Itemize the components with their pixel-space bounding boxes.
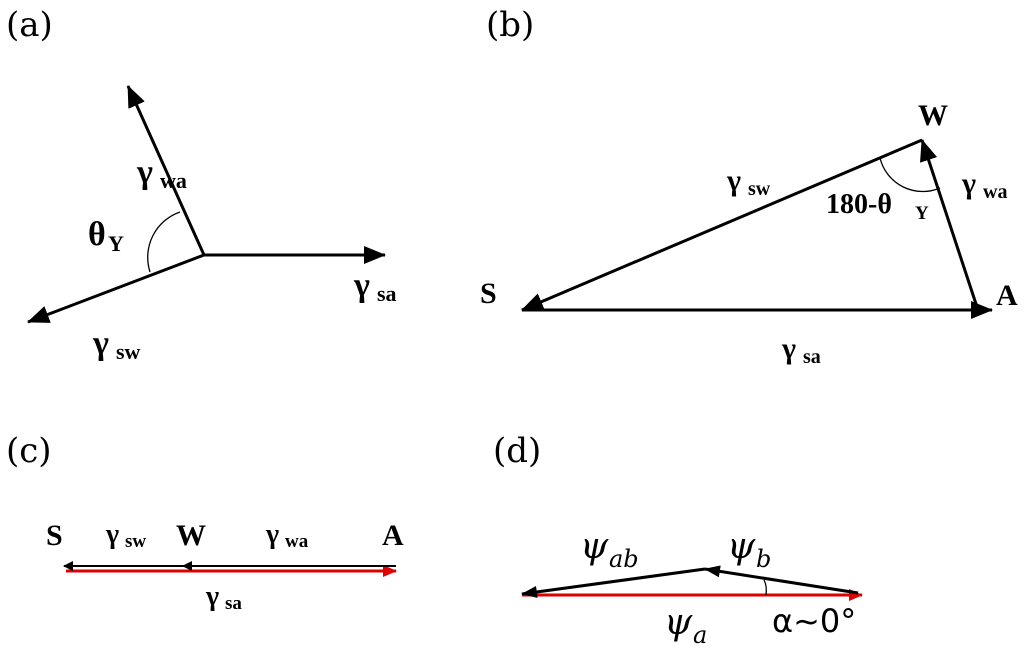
label-gamma-sw: γ sw (92, 325, 141, 364)
svg-text:γ: γ (781, 332, 796, 365)
panel-c-label: (c) (6, 431, 52, 471)
label-gamma-sa: γ sa (781, 332, 821, 368)
panel-c: (c) S W A γ sw γ wa γ sa (6, 431, 404, 614)
svg-text:sw: sw (748, 178, 771, 200)
svg-text:ψ: ψ (727, 526, 756, 567)
svg-text:a: a (693, 621, 707, 649)
svg-text:sw: sw (125, 531, 146, 552)
vector-psi-b (704, 565, 859, 595)
svg-text:wa: wa (983, 181, 1007, 203)
vector-gamma-wa (920, 139, 980, 311)
label-gamma-sw: γ sw (105, 519, 146, 552)
label-theta-y: θ Y (88, 216, 124, 256)
label-gamma-sa: γ sa (353, 267, 397, 306)
label-psi-a: ψ a (664, 602, 707, 649)
svg-text:γ: γ (353, 267, 370, 304)
vertex-s: S (46, 519, 63, 552)
panel-a: (a) γ wa γ sa γ sw θ Y (6, 5, 397, 364)
svg-text:sa: sa (377, 281, 397, 306)
svg-text:γ: γ (205, 581, 219, 612)
svg-text:sw: sw (116, 339, 141, 364)
label-gamma-sw: γ sw (726, 164, 771, 200)
label-psi-b: ψ b (727, 526, 771, 573)
svg-text:γ: γ (92, 325, 109, 362)
panel-b: (b) W S A γ sw γ wa γ sa 180-θ Y (480, 5, 1018, 368)
svg-text:wa: wa (160, 168, 187, 193)
vector-gamma-sw (27, 253, 205, 324)
vector-gamma-wa (126, 85, 206, 256)
vertex-w: W (918, 99, 948, 132)
label-psi-ab: ψ ab (580, 526, 639, 573)
label-gamma-sa: γ sa (205, 581, 242, 614)
svg-text:sa: sa (225, 593, 242, 614)
label-gamma-wa: γ wa (961, 167, 1007, 203)
svg-text:ψ: ψ (580, 526, 609, 567)
vector-gamma-sw (521, 138, 923, 312)
label-alpha: α~0° (772, 602, 856, 640)
svg-text:Y: Y (915, 203, 929, 224)
svg-text:Y: Y (108, 231, 124, 256)
svg-text:b: b (756, 545, 771, 573)
angle-arc-alpha (763, 579, 767, 596)
vector-psi-ab (521, 567, 706, 598)
panel-d: (d) ψ ab ψ b ψ a α~0° (493, 431, 863, 649)
svg-text:wa: wa (285, 531, 309, 552)
svg-text:180-θ: 180-θ (826, 189, 892, 220)
svg-text:ab: ab (609, 545, 639, 573)
label-180-theta-y: 180-θ Y (826, 189, 929, 224)
svg-text:γ: γ (105, 519, 119, 550)
label-gamma-wa: γ wa (136, 154, 187, 193)
vertex-a: A (996, 279, 1018, 312)
panel-d-label: (d) (493, 431, 541, 471)
panel-a-label: (a) (6, 5, 53, 45)
panel-b-label: (b) (486, 5, 534, 45)
svg-text:γ: γ (961, 167, 976, 200)
vertex-s: S (480, 277, 497, 310)
label-gamma-wa: γ wa (265, 519, 309, 552)
svg-text:sa: sa (803, 346, 821, 368)
svg-text:ψ: ψ (664, 602, 693, 643)
svg-text:γ: γ (726, 164, 741, 197)
vertex-w: W (176, 519, 206, 552)
svg-text:γ: γ (136, 154, 153, 191)
angle-arc-180-theta-y (879, 157, 941, 193)
svg-text:γ: γ (265, 519, 279, 550)
vertex-a: A (382, 519, 404, 552)
angle-arc-theta-y (147, 211, 181, 273)
svg-text:θ: θ (88, 216, 106, 253)
